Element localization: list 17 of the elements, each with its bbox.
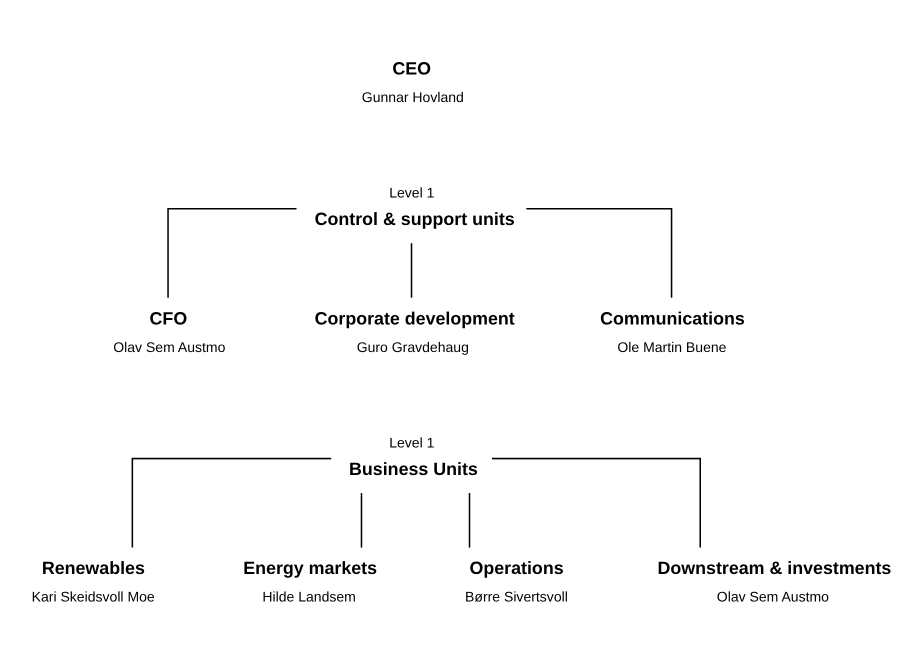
node-text: Renewables Kari Skeidsvoll Moe: [32, 558, 155, 605]
connector: [360, 493, 362, 548]
connector: [492, 458, 701, 548]
node-text: Corporate development Guro Gravdehaug: [314, 308, 515, 355]
node-text: Operations Børre Sivertsvoll: [465, 558, 568, 605]
node-text: Level 1 Business Units: [349, 434, 478, 479]
connector: [167, 208, 297, 298]
node-text: Level 1 Control & support units: [314, 184, 515, 229]
node-text: Communications Ole Martin Buene: [600, 308, 745, 355]
node-text: CEO Gunnar Hovland: [362, 58, 464, 106]
node-text: Downstream & investments Olav Sem Austmo: [658, 558, 892, 605]
connector: [468, 493, 470, 548]
node-text: Energy markets Hilde Landsem: [243, 558, 378, 605]
node-text: CFO Olav Sem Austmo: [113, 308, 226, 355]
connector: [132, 458, 332, 548]
connector: [526, 208, 672, 298]
connector: [410, 243, 412, 298]
